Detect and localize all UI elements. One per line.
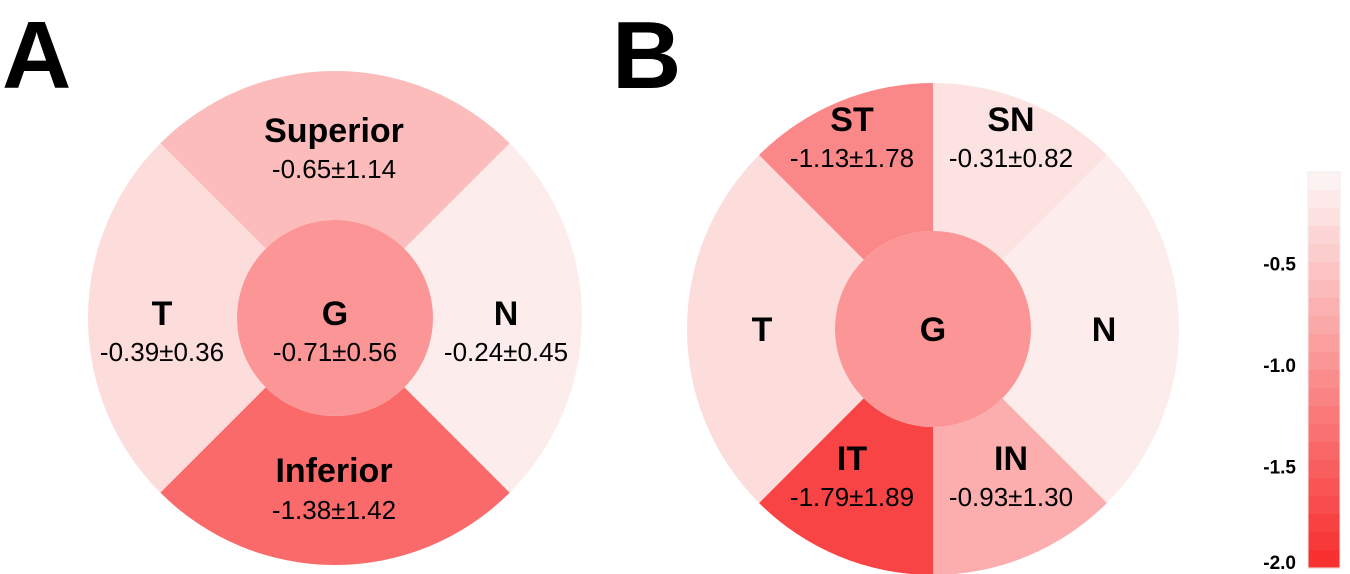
sector-inferonasal — [933, 398, 1107, 574]
colorbar-step — [1308, 226, 1340, 245]
colorbar-step — [1308, 208, 1340, 227]
temporal-label: T — [152, 295, 173, 333]
colorbar-tick-label: -0.5 — [1263, 254, 1296, 275]
superotemporal-label: ST — [830, 101, 874, 139]
colorbar-step — [1308, 406, 1340, 425]
superonasal-value: -0.31±0.82 — [949, 143, 1073, 173]
sector-inferior — [160, 387, 510, 566]
colorbar-step — [1308, 514, 1340, 533]
sector-inferotemporal — [759, 398, 933, 574]
sector-global-b — [835, 231, 1031, 427]
colorbar-step — [1308, 190, 1340, 209]
inferior-value: -1.38±1.42 — [272, 495, 396, 525]
superior-value: -0.65±1.14 — [272, 154, 396, 184]
panel-a: A Superior -0.65±1.14 T -0.39±0.36 G -0.… — [2, 2, 583, 566]
global-value: -0.71±0.56 — [273, 337, 397, 367]
panel-a-letter: A — [2, 2, 71, 109]
superotemporal-value: -1.13±1.78 — [790, 143, 914, 173]
colorbar-step — [1308, 262, 1340, 281]
colorbar-steps — [1308, 172, 1340, 569]
colorbar-step — [1308, 316, 1340, 335]
inferonasal-label: IN — [994, 440, 1028, 478]
inferotemporal-label: IT — [837, 440, 867, 478]
colorbar-step — [1308, 478, 1340, 497]
colorbar-step — [1308, 244, 1340, 263]
sector-nasal-b — [1002, 155, 1180, 503]
temporal-label-b: T — [752, 311, 773, 349]
colorbar-step — [1308, 334, 1340, 353]
sector-superior — [160, 70, 510, 249]
sector-superotemporal — [759, 82, 933, 260]
nasal-label: N — [494, 295, 519, 333]
panel-b: B ST -1.13±1.78 SN -0.31±0.82 T G N IT -… — [612, 2, 1180, 574]
colorbar-step — [1308, 172, 1340, 191]
colorbar-step — [1308, 352, 1340, 371]
inferonasal-value: -0.93±1.30 — [949, 482, 1073, 512]
colorbar-step — [1308, 280, 1340, 299]
colorbar-ticks: -0.5 -1.0 -1.5 -2.0 — [1263, 254, 1296, 574]
colorbar-step — [1308, 370, 1340, 389]
sector-temporal — [87, 143, 266, 493]
inferotemporal-value: -1.79±1.89 — [790, 482, 914, 512]
colorbar-step — [1308, 460, 1340, 479]
colorbar-step — [1308, 496, 1340, 515]
sector-global — [237, 220, 433, 416]
colorbar-tick-label: -2.0 — [1263, 553, 1296, 574]
global-label: G — [322, 295, 348, 333]
colorbar-tick-label: -1.0 — [1263, 356, 1296, 377]
sector-temporal-b — [686, 155, 864, 503]
nasal-label-b: N — [1092, 311, 1117, 349]
inferior-label: Inferior — [275, 452, 392, 490]
colorbar: -0.5 -1.0 -1.5 -2.0 — [1263, 171, 1341, 574]
nasal-value: -0.24±0.45 — [444, 337, 568, 367]
superior-label: Superior — [264, 112, 404, 150]
colorbar-step — [1308, 424, 1340, 443]
colorbar-frame — [1307, 171, 1341, 569]
colorbar-step — [1308, 532, 1340, 551]
superonasal-label: SN — [987, 101, 1034, 139]
colorbar-step — [1308, 442, 1340, 461]
panel-b-letter: B — [612, 2, 681, 109]
colorbar-step — [1308, 298, 1340, 317]
sector-nasal — [404, 143, 583, 493]
colorbar-tick-label: -1.5 — [1263, 458, 1296, 479]
colorbar-step — [1308, 388, 1340, 407]
global-label-b: G — [920, 311, 946, 349]
sector-superonasal — [933, 83, 1107, 260]
temporal-value: -0.39±0.36 — [100, 337, 224, 367]
colorbar-step — [1308, 550, 1340, 569]
